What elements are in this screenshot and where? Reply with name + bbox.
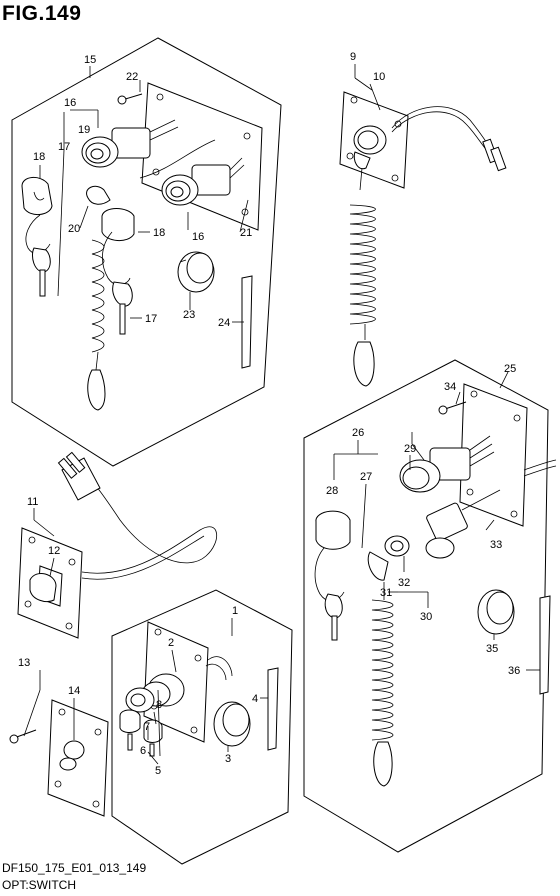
plunger-switch <box>425 489 501 559</box>
key-28 <box>314 510 351 641</box>
part-number-26: 26 <box>352 427 364 439</box>
part-number-29: 29 <box>404 443 416 455</box>
part-number-9: 9 <box>350 51 356 63</box>
part-number-30: 30 <box>420 611 432 623</box>
part-number-19: 19 <box>78 124 90 136</box>
part-number-23: 23 <box>183 309 195 321</box>
part-number-2: 2 <box>168 637 174 649</box>
kit-11 <box>17 451 218 639</box>
part-number-8: 8 <box>156 699 162 711</box>
part-number-12: 12 <box>48 545 60 557</box>
kit-25 <box>303 359 557 853</box>
mount-plate <box>141 82 263 231</box>
part-number-5: 5 <box>155 765 161 777</box>
figure-title: FIG.149 <box>2 2 82 25</box>
diagram-code: DF150_175_E01_013_149 <box>2 861 147 875</box>
key-switch-14 <box>63 740 85 760</box>
part-number-10: 10 <box>373 71 385 83</box>
kit-13 <box>9 670 109 817</box>
part-number-31: 31 <box>380 587 392 599</box>
part-number-34: 34 <box>444 381 456 393</box>
part-number-16-a: 16 <box>64 97 76 109</box>
part-number-35: 35 <box>486 643 498 655</box>
part-number-21: 21 <box>240 227 252 239</box>
part-number-33: 33 <box>490 539 502 551</box>
key-left <box>21 177 53 297</box>
switch-cap <box>177 251 215 293</box>
part-number-3: 3 <box>225 753 231 765</box>
part-number-6: 6 <box>140 745 146 757</box>
part-number-11: 11 <box>27 496 38 508</box>
part-number-36: 36 <box>508 665 520 677</box>
part-number-16-b: 16 <box>192 231 204 243</box>
part-number-22: 22 <box>126 71 138 83</box>
part-number-4: 4 <box>252 693 258 705</box>
kit-1 <box>111 589 293 865</box>
part-number-7: 7 <box>144 721 150 733</box>
part-number-13: 13 <box>18 657 30 669</box>
lanyard-31 <box>367 551 394 787</box>
tie-36 <box>539 595 551 695</box>
lanyard-clip <box>86 185 111 205</box>
part-number-28: 28 <box>326 485 338 497</box>
stop-switch <box>161 157 245 206</box>
part-number-18-b: 18 <box>153 227 165 239</box>
tie-4 <box>267 667 279 751</box>
kit-9 <box>339 64 507 387</box>
switch-29 <box>399 435 495 493</box>
part-number-32: 32 <box>398 577 410 589</box>
part-number-25: 25 <box>504 363 516 375</box>
part-number-14: 14 <box>68 685 80 697</box>
kit-25-frame <box>303 359 549 853</box>
ignition-switch <box>81 119 179 168</box>
diagram-caption: OPT:SWITCH <box>2 878 76 892</box>
key-right <box>87 208 135 411</box>
kit-15 <box>11 37 282 467</box>
part-number-17-a: 17 <box>58 141 70 153</box>
part-number-24: 24 <box>218 317 230 329</box>
part-number-20: 20 <box>68 223 80 235</box>
part-number-15: 15 <box>84 54 96 66</box>
kit-1-frame <box>111 589 293 865</box>
part-number-27: 27 <box>360 471 372 483</box>
part-number-18-a: 18 <box>33 151 45 163</box>
part-number-1: 1 <box>232 605 238 617</box>
kit-15-frame <box>11 37 282 467</box>
part-number-17-b: 17 <box>145 313 157 325</box>
cable-tie <box>241 275 253 369</box>
